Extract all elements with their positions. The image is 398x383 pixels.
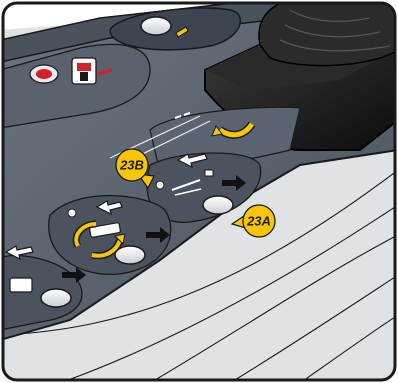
seat-switch-icon: [10, 278, 32, 292]
push-button-lower[interactable]: [41, 289, 71, 307]
warning-led-icon: [36, 69, 52, 79]
indicator-led: [156, 181, 164, 189]
push-button-23b[interactable]: [115, 246, 145, 264]
indicator-led: [68, 209, 76, 217]
callout-23b-label: 23B: [119, 158, 144, 173]
push-button-23a[interactable]: [203, 196, 233, 214]
callout-23a-label: 23A: [246, 214, 271, 229]
top-push-button[interactable]: [141, 17, 171, 35]
